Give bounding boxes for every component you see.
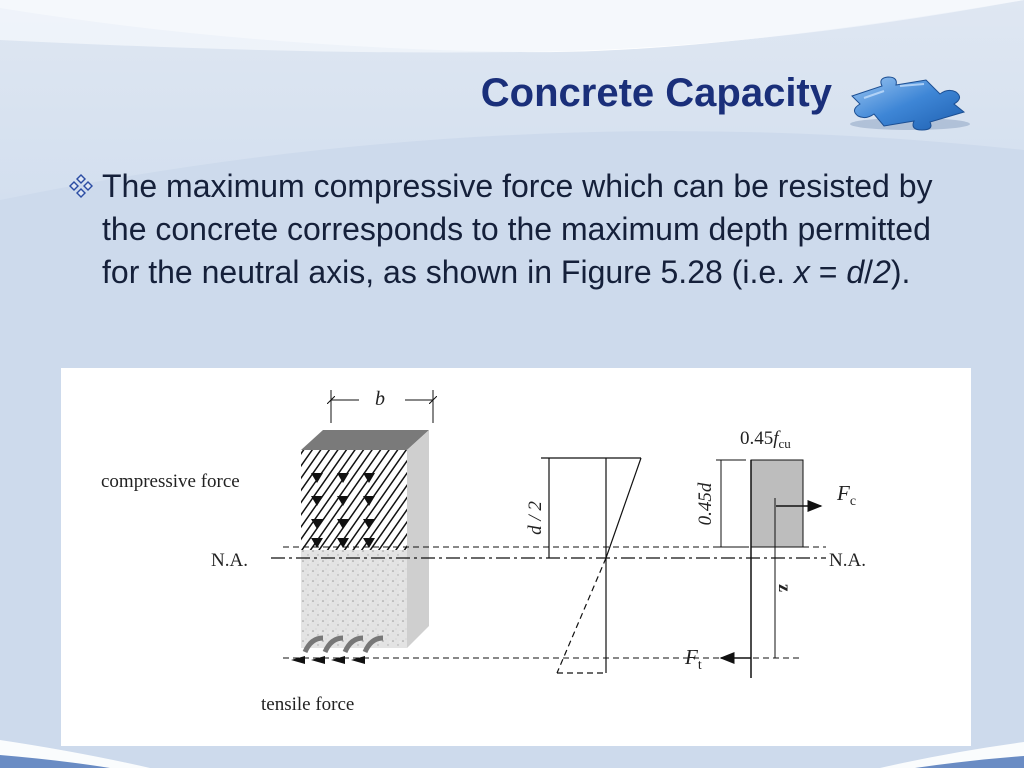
equals-sign: = bbox=[809, 254, 847, 290]
diamond-cluster-bullet-icon bbox=[69, 174, 93, 198]
beam-section bbox=[291, 430, 429, 664]
label-d-over-2: d / 2 bbox=[525, 501, 546, 535]
bullet-text: The maximum compressive force which can … bbox=[102, 165, 946, 294]
variable-d: d bbox=[846, 254, 865, 290]
slash: / bbox=[864, 254, 874, 290]
stress-block-diagram bbox=[716, 459, 823, 678]
label-na-right: N.A. bbox=[829, 550, 866, 571]
slide-title: Concrete Capacity bbox=[480, 71, 832, 115]
number-2: 2 bbox=[873, 254, 891, 290]
compression-arrows bbox=[311, 473, 375, 548]
strain-diagram bbox=[541, 457, 642, 674]
figure-diagram: b compressive force N.A. tensile force d… bbox=[101, 388, 866, 715]
beam-side-face bbox=[407, 430, 429, 648]
bullet-text-end: ). bbox=[890, 254, 911, 290]
bullet-text-main: The maximum compressive force which can … bbox=[102, 168, 933, 290]
label-na-left: N.A. bbox=[211, 550, 248, 571]
beam-top-face bbox=[301, 430, 429, 450]
variable-x: x bbox=[793, 254, 810, 290]
label-compressive-force: compressive force bbox=[101, 471, 240, 492]
label-tensile-force: tensile force bbox=[261, 694, 354, 715]
bullet-point: The maximum compressive force which can … bbox=[66, 165, 946, 294]
stress-block bbox=[750, 459, 804, 548]
width-dimension bbox=[331, 390, 433, 423]
label-b: b bbox=[375, 388, 385, 410]
label-z: z bbox=[775, 584, 795, 592]
label-045d: 0.45d bbox=[695, 482, 716, 525]
label-fc: Fc bbox=[836, 481, 856, 509]
puzzle-piece-icon bbox=[850, 76, 970, 131]
tensile-arrows bbox=[291, 635, 384, 664]
label-ft: Ft bbox=[684, 645, 702, 673]
label-045fcu: 0.45fcu bbox=[740, 428, 791, 451]
tension-zone bbox=[301, 550, 407, 648]
figure-5-28: b compressive force N.A. tensile force d… bbox=[61, 368, 971, 746]
